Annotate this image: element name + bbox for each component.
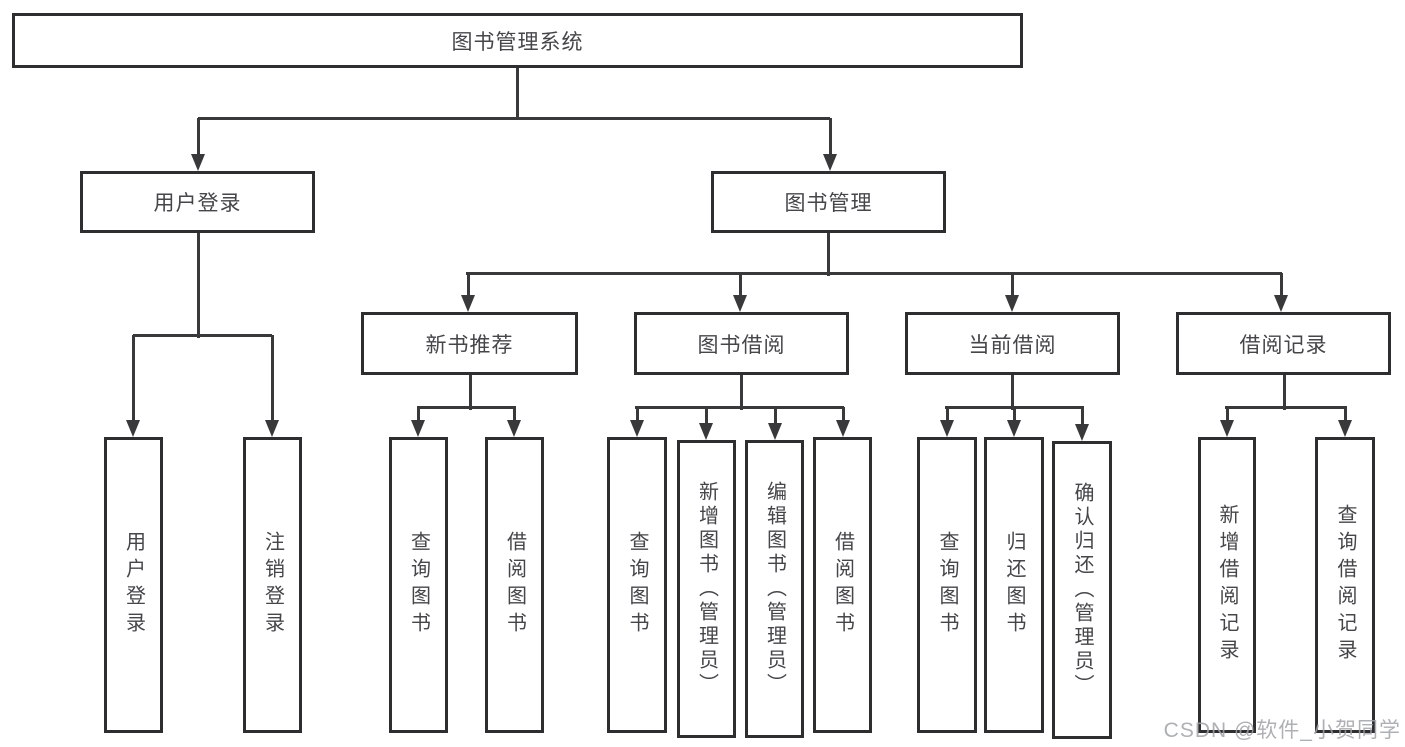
connector-hline xyxy=(635,406,844,409)
node-root-system: 图书管理系统 xyxy=(12,13,1023,68)
node-user-login: 用户登录 xyxy=(80,171,315,233)
connector-vline xyxy=(842,407,845,423)
connector-vline xyxy=(197,118,200,157)
node-new-book-recommend-label: 新书推荐 xyxy=(425,333,514,357)
node-leaf-br-query-record-label: 查询借阅记录 xyxy=(1334,504,1356,666)
connector-hline xyxy=(198,117,830,120)
arrow-down-icon xyxy=(940,420,954,437)
connector-vline xyxy=(946,407,949,423)
arrow-down-icon xyxy=(411,420,425,437)
connector-vline xyxy=(513,407,516,423)
connector-vline xyxy=(417,407,420,423)
arrow-down-icon xyxy=(699,423,713,440)
connector-hline xyxy=(466,272,1282,275)
node-leaf-cb-query-books-label: 查询图书 xyxy=(936,531,958,639)
node-leaf-br-add-record-label: 新增借阅记录 xyxy=(1216,504,1238,666)
node-leaf-cb-confirm-return-label: 确认归还（管理员） xyxy=(1071,482,1093,698)
node-leaf-bb-add-books: 新增图书（管理员） xyxy=(677,440,736,738)
arrow-down-icon xyxy=(191,154,205,171)
node-leaf-nbr-borrow-books: 借阅图书 xyxy=(485,437,544,733)
connector-hline xyxy=(945,406,1084,409)
connector-vline xyxy=(1344,407,1347,423)
node-new-book-recommend: 新书推荐 xyxy=(361,312,578,375)
arrow-down-icon xyxy=(507,420,521,437)
connector-vline xyxy=(774,407,777,426)
connector-hline xyxy=(417,406,516,409)
arrow-down-icon xyxy=(265,420,279,437)
node-leaf-bb-add-books-label: 新增图书（管理员） xyxy=(695,481,718,697)
node-leaf-nbr-borrow-books-label: 借阅图书 xyxy=(503,531,526,639)
connector-vline xyxy=(829,118,832,157)
node-leaf-user-login: 用户登录 xyxy=(104,437,163,733)
node-leaf-nbr-query-books: 查询图书 xyxy=(389,437,448,733)
arrow-down-icon xyxy=(836,420,850,437)
node-book-borrow: 图书借阅 xyxy=(634,312,849,375)
node-leaf-br-query-record: 查询借阅记录 xyxy=(1315,437,1375,733)
node-leaf-br-add-record: 新增借阅记录 xyxy=(1198,437,1256,733)
node-leaf-bb-edit-books-label: 编辑图书（管理员） xyxy=(763,481,786,697)
node-borrow-record: 借阅记录 xyxy=(1176,312,1391,375)
node-leaf-cb-query-books: 查询图书 xyxy=(917,437,977,733)
connector-vline xyxy=(271,335,274,423)
arrow-down-icon xyxy=(1075,424,1089,441)
connector-vline xyxy=(132,335,135,423)
node-book-management: 图书管理 xyxy=(711,171,946,233)
node-leaf-bb-query-books: 查询图书 xyxy=(607,437,667,733)
node-leaf-cb-return-books-label: 归还图书 xyxy=(1003,531,1025,639)
connector-vline xyxy=(516,68,519,120)
arrow-down-icon xyxy=(733,295,747,312)
arrow-down-icon xyxy=(1007,420,1021,437)
connector-vline xyxy=(1280,273,1283,298)
arrow-down-icon xyxy=(126,420,140,437)
arrow-down-icon xyxy=(1220,420,1234,437)
node-leaf-bb-query-books-label: 查询图书 xyxy=(626,531,648,639)
node-leaf-nbr-query-books-label: 查询图书 xyxy=(407,531,430,639)
node-leaf-user-login-label: 用户登录 xyxy=(122,531,145,639)
node-book-borrow-label: 图书借阅 xyxy=(697,333,786,357)
connector-vline xyxy=(197,233,200,338)
arrow-down-icon xyxy=(1005,295,1019,312)
arrow-down-icon xyxy=(823,154,837,171)
connector-vline xyxy=(1013,407,1016,423)
node-user-login-label: 用户登录 xyxy=(153,192,242,215)
csdn-watermark: CSDN @软件_小贺同学 xyxy=(1163,719,1401,742)
connector-vline xyxy=(1226,407,1229,423)
connector-vline xyxy=(739,273,742,298)
connector-vline xyxy=(705,407,708,426)
arrow-down-icon xyxy=(768,423,782,440)
arrow-down-icon xyxy=(630,420,644,437)
connector-vline xyxy=(1011,375,1014,410)
node-borrow-record-label: 借阅记录 xyxy=(1239,333,1328,357)
node-root-label: 图书管理系统 xyxy=(451,30,584,54)
node-leaf-bb-borrow-books-label: 借阅图书 xyxy=(831,531,854,639)
node-leaf-bb-edit-books: 编辑图书（管理员） xyxy=(745,440,804,738)
connector-vline xyxy=(1011,273,1014,298)
node-leaf-cb-confirm-return: 确认归还（管理员） xyxy=(1052,441,1112,739)
node-leaf-bb-borrow-books: 借阅图书 xyxy=(813,437,872,733)
arrow-down-icon xyxy=(1338,420,1352,437)
connector-vline xyxy=(740,375,743,410)
connector-vline xyxy=(467,273,470,298)
connector-vline xyxy=(1081,407,1084,427)
node-leaf-logout-label: 注销登录 xyxy=(261,531,284,639)
connector-hline xyxy=(1225,406,1347,409)
node-current-borrow: 当前借阅 xyxy=(905,312,1120,375)
node-current-borrow-label: 当前借阅 xyxy=(968,333,1057,357)
connector-vline xyxy=(1283,375,1286,410)
node-book-management-label: 图书管理 xyxy=(784,192,873,215)
node-leaf-logout: 注销登录 xyxy=(243,437,302,733)
connector-vline xyxy=(636,407,639,423)
arrow-down-icon xyxy=(461,295,475,312)
connector-vline xyxy=(827,233,830,276)
connector-hline xyxy=(133,334,272,337)
arrow-down-icon xyxy=(1274,295,1288,312)
connector-vline xyxy=(469,375,472,410)
node-leaf-cb-return-books: 归还图书 xyxy=(984,437,1044,733)
